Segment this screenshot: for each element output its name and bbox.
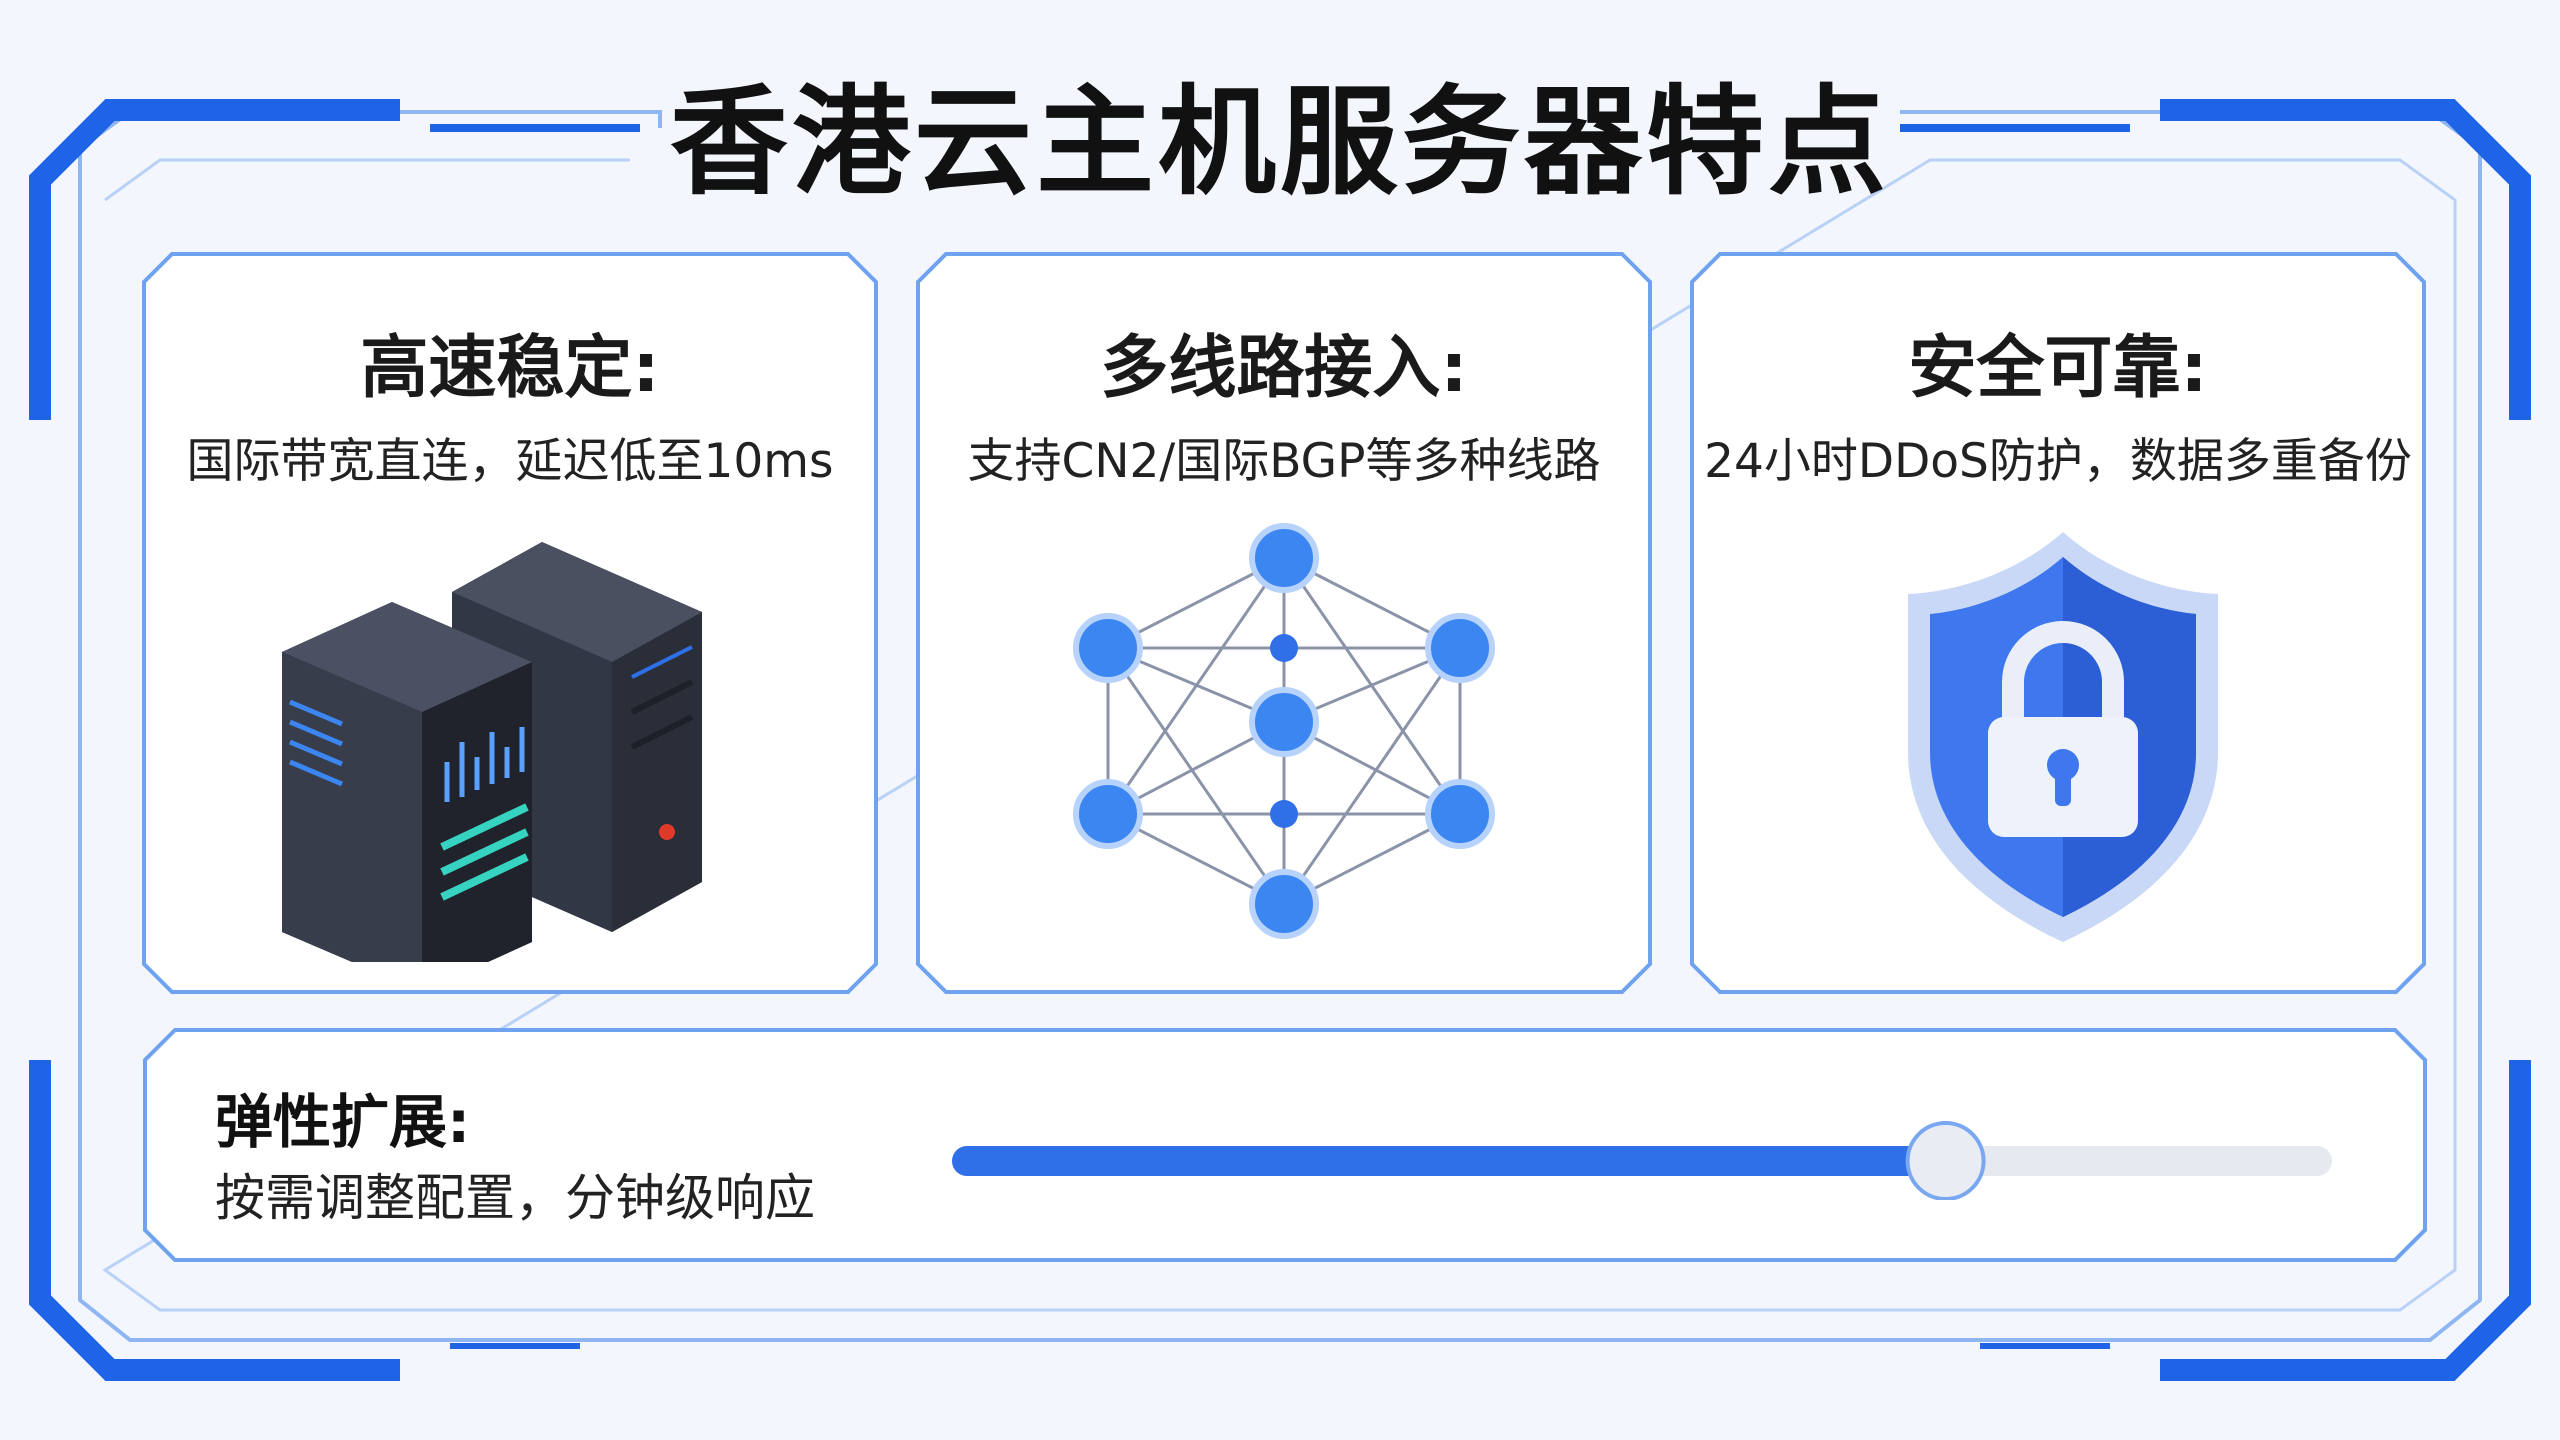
- feature-title: 多线路接入:: [1100, 329, 1468, 408]
- page-title: 香港云主机服务器特点: [669, 73, 1890, 211]
- feature-title: 高速稳定:: [360, 329, 660, 408]
- slider-fill: [952, 1146, 1946, 1176]
- network-icon: [1073, 523, 1495, 939]
- feature-card-security: 安全可靠: 24小时DDoS防护，数据多重备份: [1690, 252, 2426, 994]
- elastic-title: 弹性扩展:: [215, 1088, 471, 1156]
- feature-desc: 24小时DDoS防护，数据多重备份: [1704, 434, 2412, 489]
- feature-card-multiline: 多线路接入: 支持CN2/国际BGP等多种线路: [916, 252, 1652, 994]
- scale-slider[interactable]: [950, 1120, 2335, 1200]
- feature-card-speed: 高速稳定: 国际带宽直连，延迟低至10ms: [142, 252, 878, 994]
- server-icon: [282, 542, 702, 962]
- feature-title: 安全可靠:: [1908, 329, 2208, 408]
- feature-desc: 国际带宽直连，延迟低至10ms: [186, 434, 834, 489]
- elastic-desc: 按需调整配置，分钟级响应: [215, 1169, 815, 1227]
- shield-lock-icon: [1908, 532, 2218, 942]
- feature-desc: 支持CN2/国际BGP等多种线路: [967, 434, 1601, 489]
- slider-handle: [1905, 1121, 1986, 1200]
